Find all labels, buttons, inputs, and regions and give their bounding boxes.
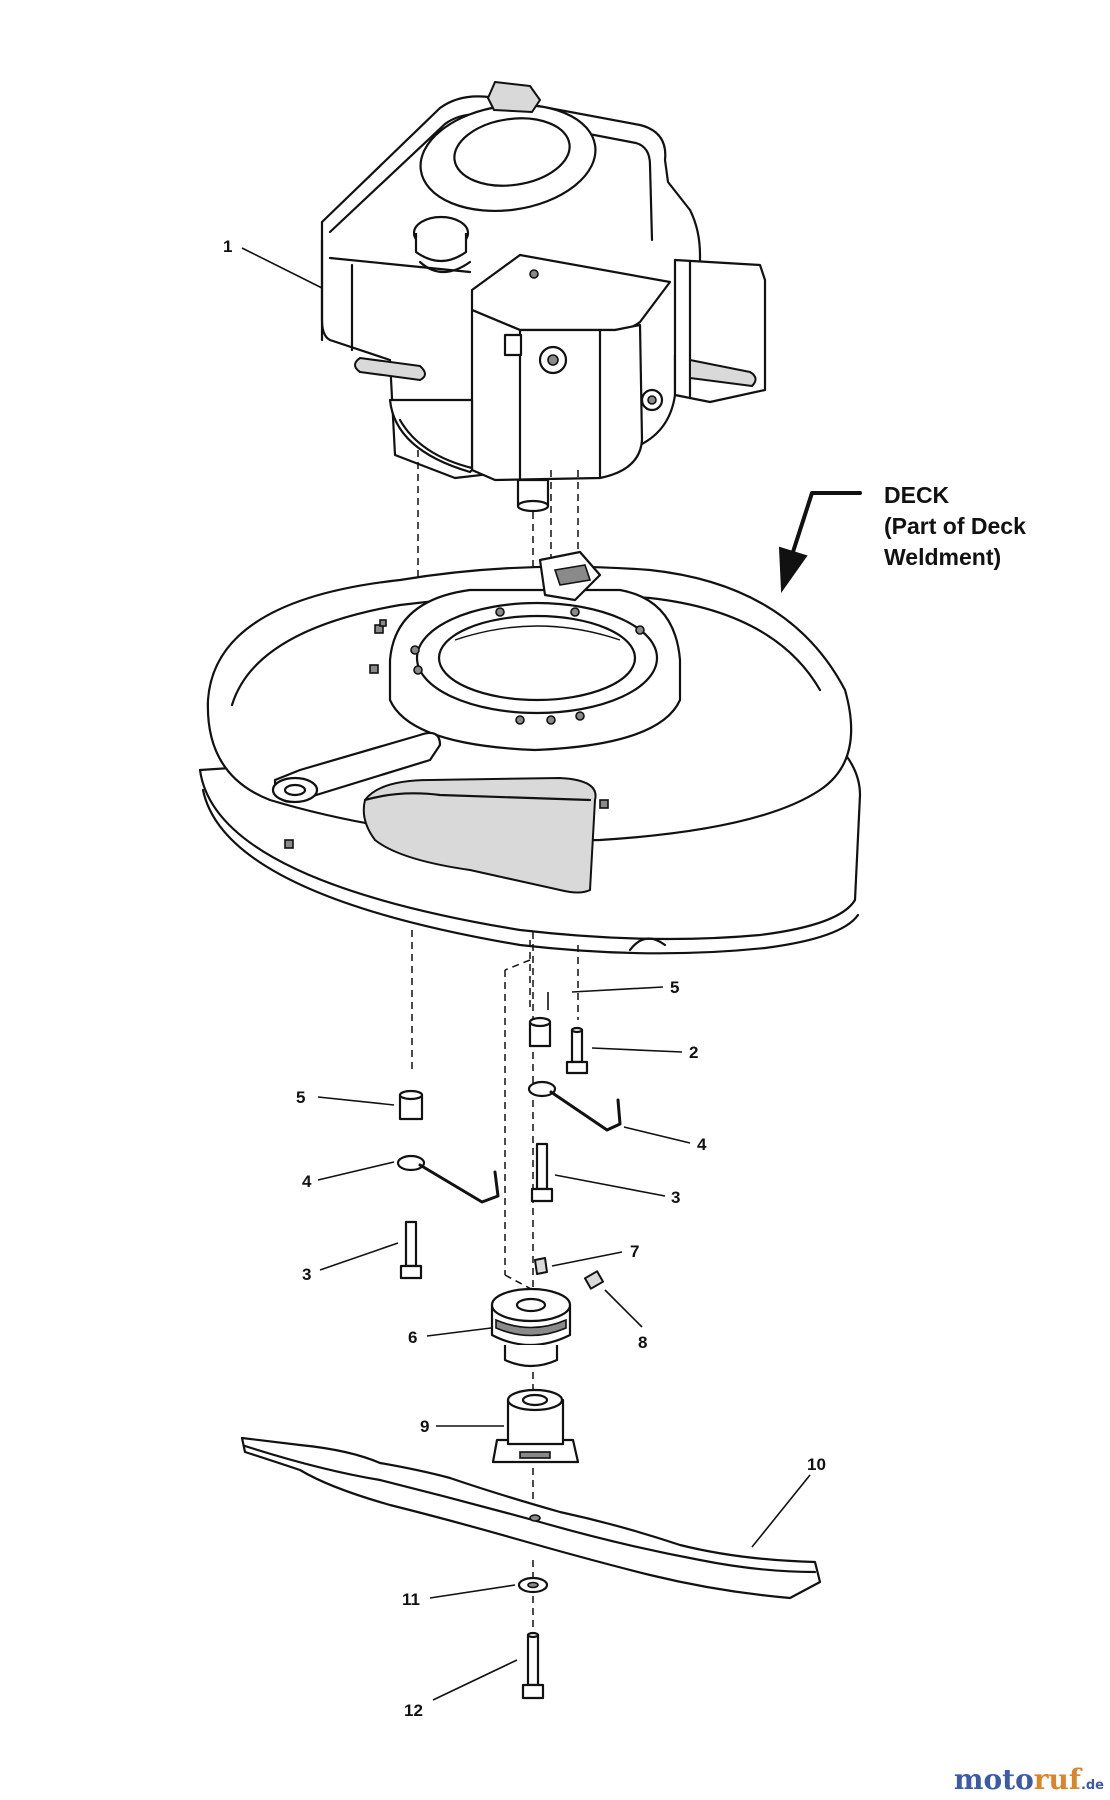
watermark-part1: moto xyxy=(953,1763,1034,1796)
pulley-6 xyxy=(490,1287,572,1368)
callout-3-left: 3 xyxy=(302,1265,311,1284)
deck-label-line3: Weldment) xyxy=(884,544,1001,570)
bolt-2 xyxy=(565,1026,589,1075)
engine xyxy=(320,81,767,513)
hook-right xyxy=(527,1080,622,1132)
bolt-left xyxy=(399,1220,423,1280)
callout-4-left: 4 xyxy=(302,1172,312,1191)
key-7 xyxy=(534,1257,548,1275)
callout-4-right: 4 xyxy=(697,1135,707,1154)
callout-11: 11 xyxy=(402,1590,420,1609)
blade-10 xyxy=(240,1436,822,1600)
callout-labels: 1 5 2 5 4 4 3 3 7 8 6 9 10 11 12 xyxy=(223,237,826,1720)
callout-2: 2 xyxy=(689,1043,698,1062)
callout-3-right: 3 xyxy=(671,1188,680,1207)
callout-5-right: 5 xyxy=(670,978,679,997)
watermark-logo: motoruf.de xyxy=(954,1763,1104,1796)
deck-label-line1: DECK xyxy=(884,482,950,508)
callout-6: 6 xyxy=(408,1328,417,1347)
mower-deck xyxy=(198,550,862,955)
setscrew-8 xyxy=(583,1270,605,1290)
deck-label: DECK (Part of Deck Weldment) xyxy=(884,482,1026,570)
deck-label-line2: (Part of Deck xyxy=(884,513,1026,539)
callout-1: 1 xyxy=(223,237,232,256)
callout-10: 10 xyxy=(807,1455,826,1474)
callout-12: 12 xyxy=(404,1701,423,1720)
watermark-part2: ruf xyxy=(1033,1763,1081,1796)
hook-left xyxy=(396,1154,500,1204)
callout-9: 9 xyxy=(420,1417,429,1436)
bolt-12 xyxy=(521,1631,545,1700)
spacer-left xyxy=(398,1089,424,1121)
watermark-part3: .de xyxy=(1080,1778,1104,1793)
callout-8: 8 xyxy=(638,1333,647,1352)
deck-arrow xyxy=(778,491,862,593)
bolt-right xyxy=(530,1142,554,1203)
washer-11 xyxy=(517,1576,549,1594)
callout-5-left: 5 xyxy=(296,1088,305,1107)
adapter-9 xyxy=(491,1388,580,1464)
callout-7: 7 xyxy=(630,1242,639,1261)
leader-lines xyxy=(241,247,811,1701)
spacer-right xyxy=(528,1016,552,1048)
